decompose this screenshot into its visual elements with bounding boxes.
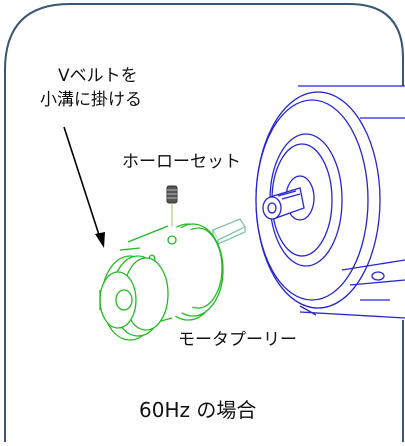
motor-shaft — [262, 187, 305, 220]
v-belt-label-line1: Vベルトを — [58, 66, 138, 86]
v-belt-label-line2: 小溝に掛ける — [40, 90, 142, 110]
set-screw-label: ホーローセット — [122, 152, 241, 172]
arrow-down-left-icon — [63, 126, 105, 248]
frequency-caption: 60Hz の場合 — [139, 398, 257, 422]
shaft-key — [212, 218, 246, 247]
motor-pulley-label: モータプーリー — [178, 330, 297, 350]
diagram-frame — [4, 3, 404, 442]
set-screw — [166, 185, 178, 204]
motor-housing — [255, 85, 405, 320]
motor-pulley — [99, 223, 224, 341]
